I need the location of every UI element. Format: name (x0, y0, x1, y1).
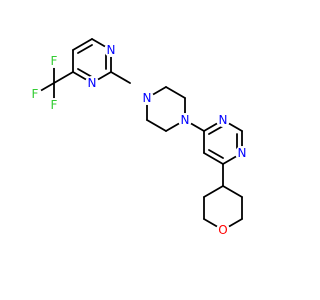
bg-f-bottom (47, 98, 61, 112)
atom-label-layer: F F F N N N N N N O (32, 43, 247, 237)
bg-n1a (104, 43, 118, 57)
atom-n-piperazine-left: N (143, 91, 152, 105)
bond-c4a-cf3 (53, 71, 74, 84)
atom-label-backgrounds (28, 43, 249, 237)
atom-n-pyrimidine-top: N (107, 43, 116, 57)
bond-pip-c5-c6 (146, 119, 167, 132)
molecule-structure-diagram: F F F N N N N N N O (28, 38, 249, 237)
atom-o-oxane: O (218, 223, 227, 237)
atom-f-left: F (32, 87, 39, 101)
bg-n3a (85, 76, 99, 90)
atom-n-pyrimidine2-bottom: N (238, 146, 247, 160)
bg-f-left (28, 87, 42, 101)
atom-n-pyrimidine-bottom: N (88, 76, 97, 90)
bond-c6b-c5b-inner (208, 149, 224, 159)
bg-n1b (235, 146, 249, 160)
bond-c6b-c5b (203, 152, 224, 165)
bg-n-pip-right (178, 113, 192, 127)
bg-o-oxane (216, 223, 230, 237)
bg-n3b (216, 113, 230, 127)
atom-n-piperazine-right: N (181, 113, 190, 127)
bond-ox-c5-c4 (203, 185, 224, 198)
bond-c5a-c6a (72, 38, 93, 51)
bg-n-pip-left (140, 91, 154, 105)
bond-c4b-n3b-inner (208, 125, 224, 135)
atom-f-top: F (51, 54, 58, 68)
bond-ox-c4-c3 (222, 185, 243, 198)
bond-n3a-c4a-inner (77, 68, 93, 78)
bond-layer (34, 38, 243, 231)
bond-c5a-c6a-inner (77, 44, 93, 54)
bond-c2a-n-piperazine (110, 71, 131, 84)
atom-n-pyrimidine2-top: N (219, 113, 228, 127)
bg-f-top (47, 54, 61, 68)
bond-pip-c2-c3 (165, 86, 186, 99)
atom-f-bottom: F (51, 98, 58, 112)
